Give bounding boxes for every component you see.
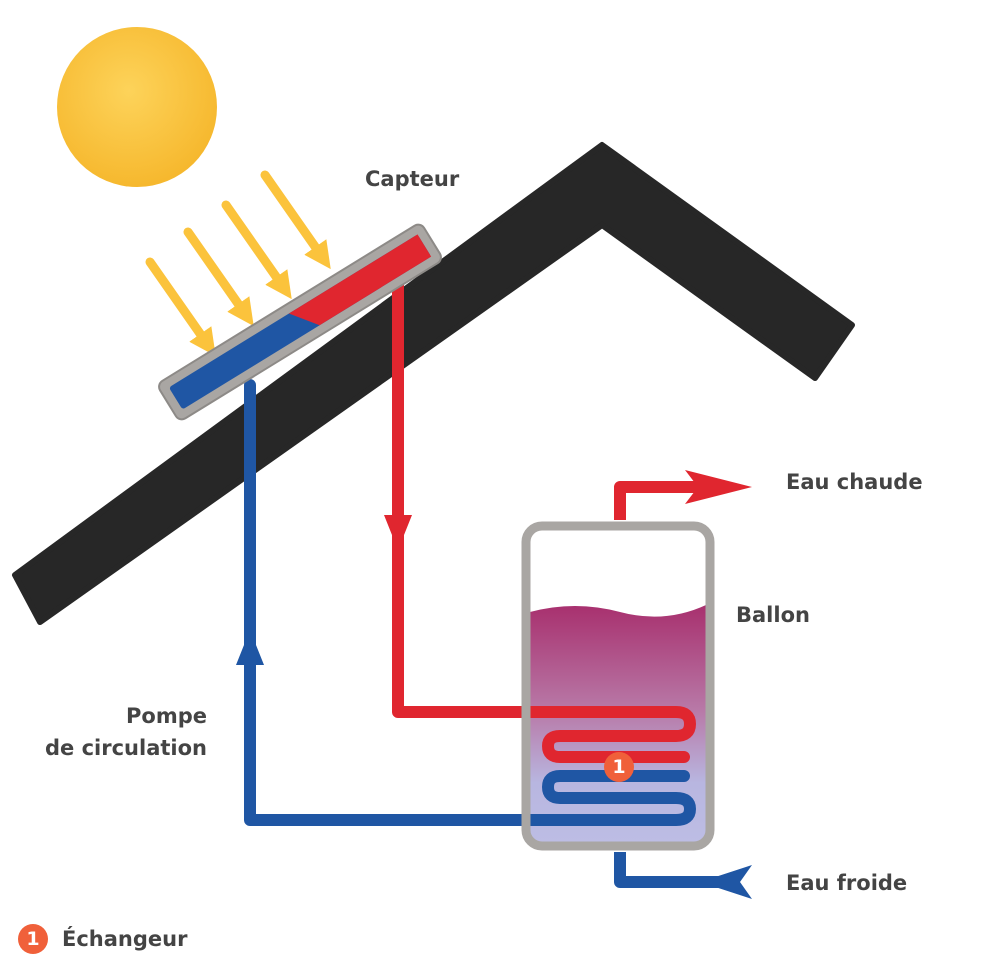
tank-label: Ballon [736, 603, 810, 627]
hot-water-outlet-pipe [614, 481, 700, 520]
tank [521, 521, 715, 851]
cold-water-arrow [700, 865, 752, 899]
hot-water-label: Eau chaude [786, 470, 923, 494]
pump-label-line1: Pompe [126, 704, 207, 728]
sun-rays [145, 170, 331, 357]
collector-panel [158, 223, 442, 421]
legend: 1 Échangeur [18, 924, 187, 954]
pump-label-line2: de circulation [45, 736, 207, 760]
flow-arrow-down [384, 515, 412, 550]
legend-badge: 1 [18, 924, 48, 954]
exchanger-hot-coil [524, 706, 697, 763]
exchanger-cold-coil [524, 770, 697, 826]
sun-icon [57, 27, 217, 187]
flow-arrow-up [236, 630, 264, 665]
cold-pipe [244, 379, 546, 826]
pump-label: Pompe de circulation [45, 700, 207, 764]
legend-label: Échangeur [62, 927, 188, 951]
cold-water-label: Eau froide [786, 871, 908, 895]
collector-label: Capteur [365, 167, 460, 191]
hot-water-arrow [685, 470, 752, 504]
exchanger-badge: 1 [604, 752, 634, 782]
roof [12, 142, 855, 625]
